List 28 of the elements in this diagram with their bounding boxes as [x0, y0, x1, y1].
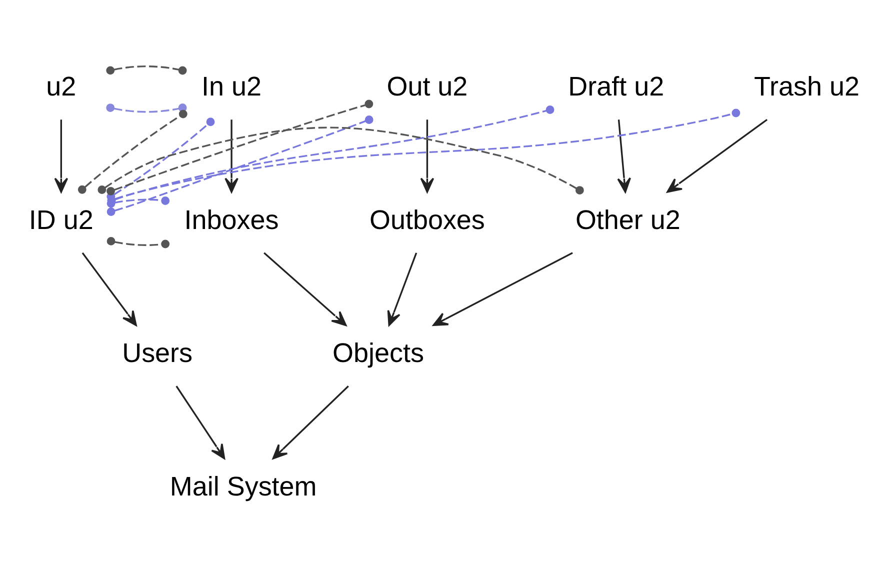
arrow: [387, 252, 418, 326]
connector: [106, 65, 187, 74]
arrow: [432, 252, 573, 326]
node-text: In u2: [202, 71, 262, 102]
arrow: [617, 119, 631, 192]
node-text: Users: [122, 338, 193, 368]
arrow: [666, 118, 768, 192]
node-text: Out u2: [386, 71, 468, 102]
arrow: [176, 385, 226, 459]
arrow: [54, 119, 68, 192]
node-text: Mail System: [170, 470, 317, 501]
connector: [106, 99, 374, 195]
connector: [78, 109, 188, 194]
node-text: u2: [46, 71, 76, 102]
arrow: [224, 119, 238, 192]
node-text: Draft u2: [568, 71, 664, 102]
arrow: [272, 385, 349, 459]
arrow: [82, 252, 137, 326]
connector: [106, 236, 170, 248]
arrow: [264, 252, 347, 326]
node-text: Trash u2: [754, 71, 860, 102]
node-text: Objects: [332, 338, 424, 368]
node-text: ID u2: [28, 204, 94, 234]
connector: [98, 126, 584, 194]
node-text: Other u2: [575, 204, 680, 234]
node-text: Outboxes: [369, 204, 485, 234]
arrow: [420, 119, 434, 192]
node-text: Inboxes: [184, 204, 279, 234]
